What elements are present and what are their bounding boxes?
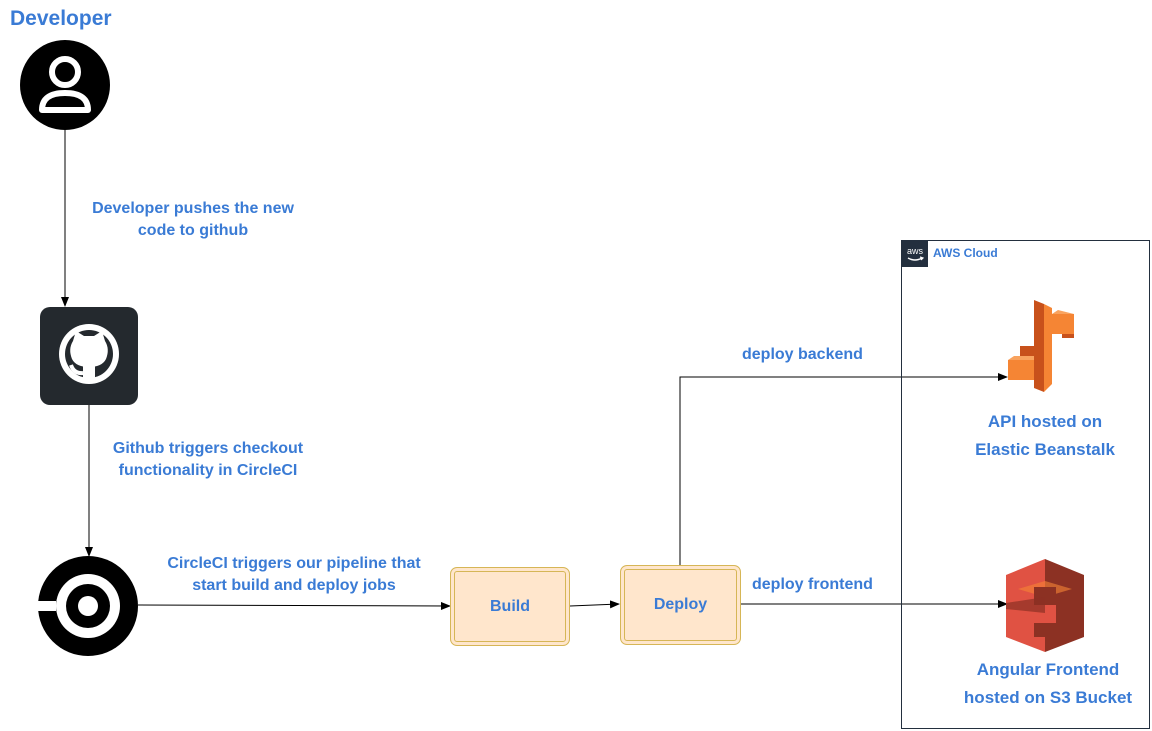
frontend-label-line-1: Angular Frontend bbox=[976, 660, 1120, 679]
frontend-label: Angular Frontend hosted on S3 Bucket bbox=[950, 656, 1146, 712]
deploy-frontend-label: deploy frontend bbox=[752, 576, 873, 593]
edge-circleci-to-build bbox=[137, 601, 451, 610]
deploy-job-box[interactable]: Deploy bbox=[620, 565, 741, 645]
edge-deploy-to-beanstalk bbox=[679, 373, 1008, 565]
frontend-label-line-2: hosted on S3 Bucket bbox=[963, 688, 1133, 707]
s3-bucket-icon bbox=[1006, 559, 1084, 652]
pipeline-label-line-2: start build and deploy jobs bbox=[192, 577, 396, 594]
svg-text:aws: aws bbox=[907, 246, 924, 256]
aws-logo-icon: aws bbox=[902, 241, 928, 267]
checkout-label-line-1: Github triggers checkout bbox=[112, 440, 304, 457]
circleci-icon bbox=[38, 556, 138, 656]
build-job-box[interactable]: Build bbox=[450, 567, 570, 646]
backend-label: API hosted on Elastic Beanstalk bbox=[950, 408, 1140, 464]
push-label-line-1: Developer pushes the new bbox=[92, 200, 294, 217]
pipeline-label: CircleCI triggers our pipeline that star… bbox=[140, 553, 448, 597]
pipeline-label-line-1: CircleCI triggers our pipeline that bbox=[167, 555, 421, 572]
user-icon bbox=[20, 40, 110, 130]
backend-label-line-2: Elastic Beanstalk bbox=[975, 440, 1115, 459]
github-icon bbox=[40, 307, 138, 405]
deploy-backend-label: deploy backend bbox=[742, 346, 863, 363]
developer-title: Developer bbox=[10, 7, 112, 30]
aws-cloud-label: AWS Cloud bbox=[933, 246, 998, 260]
push-label: Developer pushes the new code to github bbox=[60, 198, 326, 242]
aws-cloud-group: aws AWS Cloud bbox=[901, 240, 1150, 729]
backend-label-line-1: API hosted on bbox=[987, 412, 1103, 431]
push-label-line-2: code to github bbox=[137, 222, 249, 239]
checkout-label: Github triggers checkout functionality i… bbox=[88, 438, 328, 482]
edge-build-to-deploy bbox=[569, 600, 620, 609]
elastic-beanstalk-icon bbox=[1008, 300, 1074, 392]
checkout-label-line-2: functionality in CircleCI bbox=[118, 462, 298, 479]
